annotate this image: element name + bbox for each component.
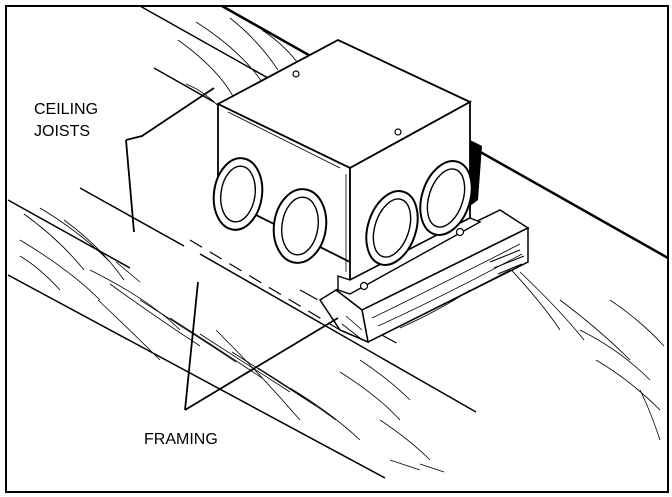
duct-collar-4	[419, 160, 473, 236]
screw-icon	[359, 281, 369, 291]
duct-collar-3	[365, 190, 419, 266]
box-shadow	[470, 140, 482, 206]
screw-icon	[394, 128, 402, 136]
framing-label: FRAMING	[144, 431, 218, 448]
screw-icon	[292, 70, 300, 78]
screw-icon	[455, 227, 465, 237]
duct-collar-1	[212, 157, 264, 231]
leader-lines	[125, 87, 339, 411]
ceiling-joists-label-line1: CEILING	[34, 101, 98, 118]
ceiling-joists-label-line2: JOISTS	[34, 123, 90, 140]
duct-collar-2	[272, 188, 328, 264]
duct-collars	[212, 157, 473, 266]
